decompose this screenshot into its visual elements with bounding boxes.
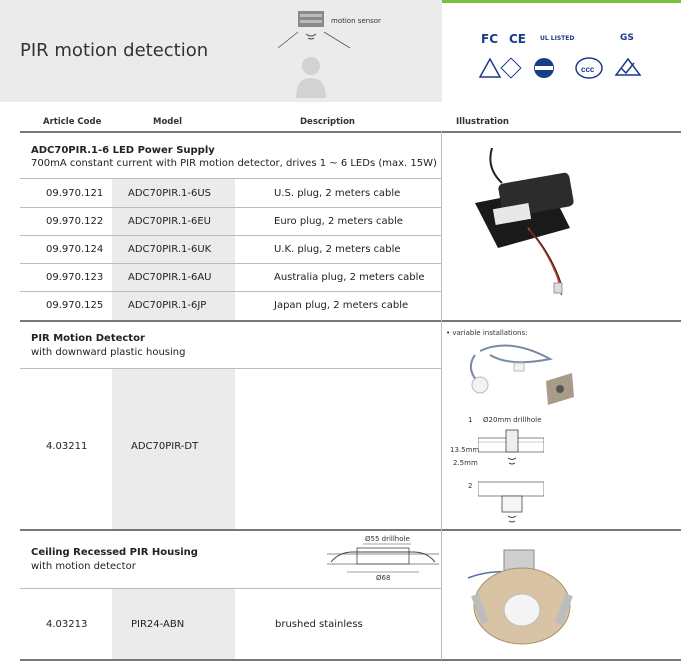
section3-model: PIR24-ABN: [131, 619, 185, 630]
row1-desc: U.S. plug, 2 meters cable: [274, 188, 401, 199]
row4-code: 09.970.123: [46, 272, 104, 283]
diameter-68: Ø68: [376, 574, 391, 582]
section3-subtitle: with motion detector: [31, 561, 136, 572]
section2-model: ADC70PIR-DT: [131, 441, 199, 452]
divider: [20, 291, 442, 292]
motion-sensor-icon: [278, 11, 351, 98]
col-article-code: Article Code: [43, 117, 102, 127]
row2-model: ADC70PIR.1-6EU: [128, 216, 211, 227]
divider: [20, 263, 442, 264]
section1-subtitle: 700mA constant current with PIR motion d…: [31, 158, 437, 169]
ceiling-housing-diagram: [327, 543, 439, 573]
row4-model: ADC70PIR.1-6AU: [128, 272, 212, 283]
row3-desc: U.K. plug, 2 meters cable: [274, 244, 401, 255]
drillhole-55: Ø55 drillhole: [365, 535, 410, 543]
divider: [20, 235, 442, 236]
section-divider: [20, 320, 681, 322]
section1-title: ADC70PIR.1-6 LED Power Supply: [31, 145, 215, 156]
dim-13-5mm: 13.5mm: [450, 446, 480, 454]
ce-logo: CE: [509, 32, 527, 46]
row5-desc: Japan plug, 2 meters cable: [274, 300, 409, 311]
motion-detector-image: [469, 344, 574, 405]
illustration-separator: [441, 131, 442, 660]
fcc-logo: FC: [481, 32, 499, 46]
dim-2-5mm: 2.5mm: [453, 459, 478, 467]
certification-marks-icon: ccc: [478, 57, 642, 79]
section2-title: PIR Motion Detector: [31, 333, 145, 344]
row5-model: ADC70PIR.1-6JP: [128, 300, 207, 311]
divider: [20, 178, 442, 179]
page-title: PIR motion detection: [20, 40, 209, 61]
drillhole-20: Ø20mm drillhole: [483, 416, 542, 424]
section3-title: Ceiling Recessed PIR Housing: [31, 547, 198, 558]
divider: [20, 588, 442, 589]
gs-logo: GS: [620, 33, 634, 43]
header-divider: [20, 131, 681, 133]
installation-diagram-2: [478, 481, 544, 523]
row5-code: 09.970.125: [46, 300, 104, 311]
col-illustration: Illustration: [456, 117, 509, 127]
sensor-label: motion sensor: [331, 17, 381, 25]
accent-bar: [442, 0, 681, 3]
row4-desc: Australia plug, 2 meters cable: [274, 272, 425, 283]
mark-1: 1: [468, 416, 473, 424]
recessed-housing-image: [467, 549, 573, 645]
model-column-shade: [112, 589, 235, 659]
row2-desc: Euro plug, 2 meters cable: [274, 216, 403, 227]
row1-code: 09.970.121: [46, 188, 104, 199]
row3-model: ADC70PIR.1-6UK: [128, 244, 212, 255]
row1-model: ADC70PIR.1-6US: [128, 188, 211, 199]
installation-diagram-1: [478, 429, 544, 465]
mark-2: 2: [468, 482, 473, 490]
bottom-divider: [20, 659, 681, 661]
section-divider: [20, 529, 681, 531]
section3-code: 4.03213: [46, 619, 88, 630]
row2-code: 09.970.122: [46, 216, 104, 227]
svg-text:ccc: ccc: [581, 65, 595, 74]
ul-logo: UL LISTED: [540, 35, 575, 42]
model-column-shade: [112, 179, 235, 320]
header-panel: [0, 0, 442, 102]
section2-code: 4.03211: [46, 441, 88, 452]
section2-subtitle: with downward plastic housing: [31, 347, 186, 358]
power-supply-image: [475, 148, 574, 296]
col-model: Model: [153, 117, 183, 127]
divider: [20, 368, 442, 369]
section3-desc: brushed stainless: [275, 619, 363, 630]
divider: [20, 207, 442, 208]
col-description: Description: [300, 117, 355, 127]
row3-code: 09.970.124: [46, 244, 104, 255]
variable-installations-note: • variable installations:: [446, 329, 528, 337]
model-column-shade: [112, 369, 235, 529]
